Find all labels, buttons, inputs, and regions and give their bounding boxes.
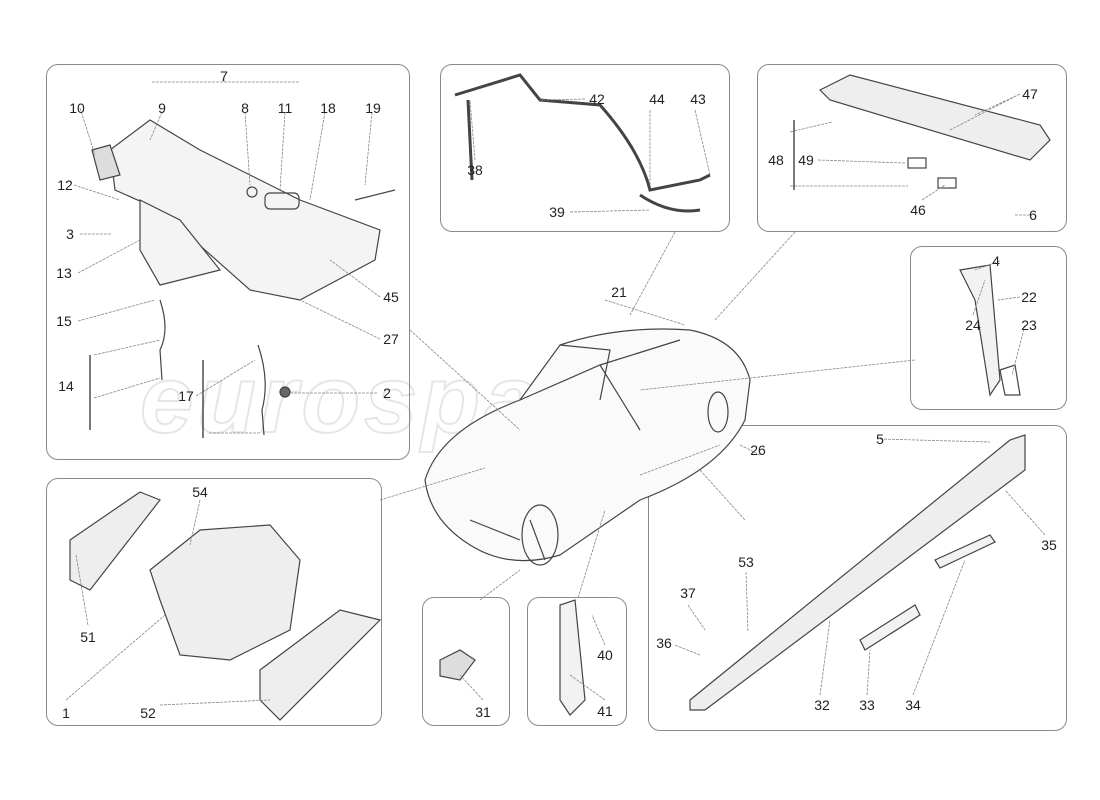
callout-41: 41 <box>597 703 613 719</box>
callout-47: 47 <box>1022 86 1038 102</box>
callout-31: 31 <box>475 704 491 720</box>
callout-18: 18 <box>320 100 336 116</box>
callout-22: 22 <box>1021 289 1037 305</box>
callout-4: 4 <box>992 253 1000 269</box>
callout-17: 17 <box>178 388 194 404</box>
callout-49: 49 <box>798 152 814 168</box>
callout-13: 13 <box>56 265 72 281</box>
callout-32: 32 <box>814 697 830 713</box>
panel-engine-cover <box>46 478 382 726</box>
callout-6: 6 <box>1029 207 1037 223</box>
callout-12: 12 <box>57 177 73 193</box>
callout-27: 27 <box>383 331 399 347</box>
panel-cowl <box>46 64 410 460</box>
callout-40: 40 <box>597 647 613 663</box>
car-illustration <box>424 328 751 566</box>
callout-26: 26 <box>750 442 766 458</box>
panel-grille <box>422 597 510 726</box>
callout-24: 24 <box>965 317 981 333</box>
callout-52: 52 <box>140 705 156 721</box>
callout-42: 42 <box>589 91 605 107</box>
callout-5: 5 <box>876 431 884 447</box>
callout-21: 21 <box>611 284 627 300</box>
callout-15: 15 <box>56 313 72 329</box>
callout-43: 43 <box>690 91 706 107</box>
callout-3: 3 <box>66 226 74 242</box>
callout-51: 51 <box>80 629 96 645</box>
panel-rear-spoiler <box>757 64 1067 232</box>
callout-45: 45 <box>383 289 399 305</box>
callout-34: 34 <box>905 697 921 713</box>
callout-8: 8 <box>241 100 249 116</box>
panel-side-skirt <box>648 425 1067 731</box>
callout-19: 19 <box>365 100 381 116</box>
panel-roof-seals <box>440 64 730 232</box>
callout-11: 11 <box>277 100 293 116</box>
callout-48: 48 <box>768 152 784 168</box>
callout-7: 7 <box>220 68 228 84</box>
callout-1: 1 <box>62 705 70 721</box>
callout-9: 9 <box>158 100 166 116</box>
callout-33: 33 <box>859 697 875 713</box>
callout-54: 54 <box>192 484 208 500</box>
callout-53: 53 <box>738 554 754 570</box>
callout-23: 23 <box>1021 317 1037 333</box>
callout-2: 2 <box>383 385 391 401</box>
panel-b-pillar <box>527 597 627 726</box>
callout-46: 46 <box>910 202 926 218</box>
callout-35: 35 <box>1041 537 1057 553</box>
callout-36: 36 <box>656 635 672 651</box>
callout-38: 38 <box>467 162 483 178</box>
callout-39: 39 <box>549 204 565 220</box>
callout-37: 37 <box>680 585 696 601</box>
callout-10: 10 <box>69 100 85 116</box>
panel-pillar <box>910 246 1067 410</box>
callout-14: 14 <box>58 378 74 394</box>
callout-44: 44 <box>649 91 665 107</box>
